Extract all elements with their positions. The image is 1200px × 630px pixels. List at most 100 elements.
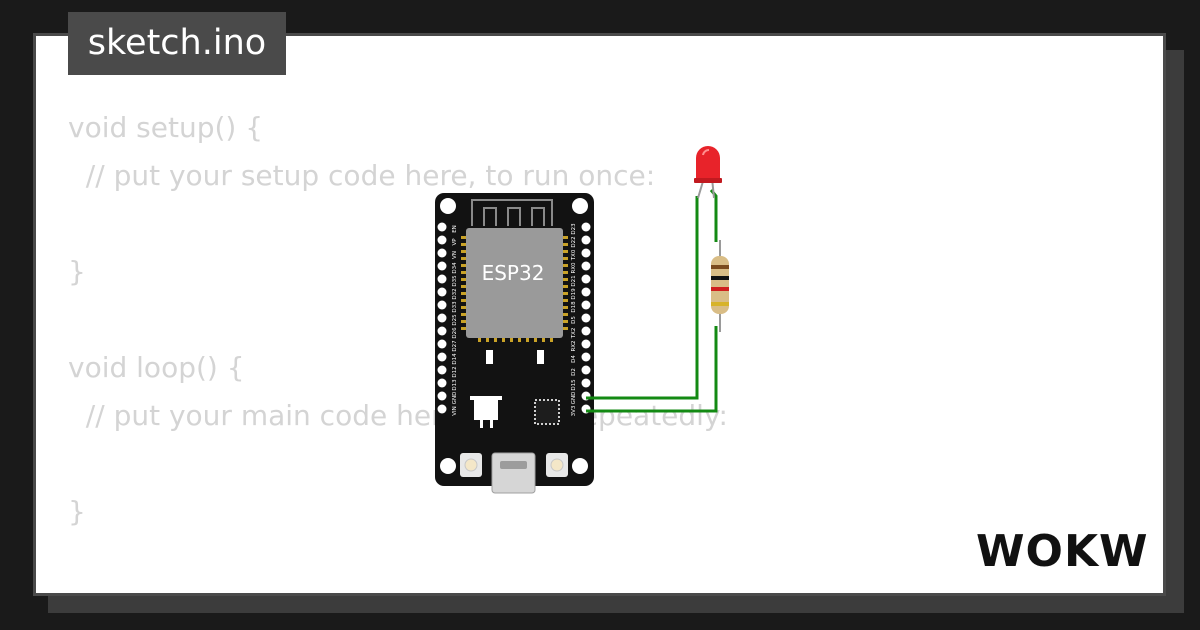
header-pin[interactable]	[581, 378, 591, 388]
header-pin[interactable]	[581, 326, 591, 336]
module-pad	[494, 336, 497, 342]
mounting-hole	[440, 458, 456, 474]
module-pad	[518, 336, 521, 342]
header-pin[interactable]	[437, 261, 447, 271]
boot-button[interactable]	[546, 453, 568, 477]
logo-text: WOKWi	[976, 526, 1150, 574]
module-pad	[461, 320, 467, 323]
pin-label: D35	[452, 275, 458, 287]
module-pad	[562, 250, 568, 253]
header-pin[interactable]	[581, 261, 591, 271]
module-pad	[562, 278, 568, 281]
module-pad	[562, 313, 568, 316]
pin-label: D25	[452, 314, 458, 326]
wokwi-logo: WOKWi	[976, 526, 1150, 574]
pin-label: GND	[452, 392, 458, 405]
module-pad	[461, 313, 467, 316]
led-body	[696, 146, 720, 180]
module-pad	[461, 243, 467, 246]
pin-label: EN	[452, 225, 458, 233]
pin-label: D14	[452, 353, 458, 365]
header-pin[interactable]	[581, 352, 591, 362]
header-pin[interactable]	[437, 326, 447, 336]
pin-label: D32	[452, 288, 458, 299]
pin-label: D13	[452, 379, 458, 391]
pin-label: VP	[452, 238, 458, 246]
module-pad	[461, 250, 467, 253]
header-pin[interactable]	[581, 339, 591, 349]
pin-label: TX2	[571, 328, 577, 340]
header-pin[interactable]	[437, 339, 447, 349]
pin-label: 3V3	[571, 405, 577, 416]
mounting-hole	[572, 198, 588, 214]
header-pin[interactable]	[437, 235, 447, 245]
header-pin[interactable]	[437, 300, 447, 310]
chip-label: ESP32	[482, 261, 545, 285]
esp32-board[interactable]: ESP32 ENVPVND34D35D32D33D25D26D27D14D12D…	[435, 193, 594, 494]
voltage-regulator	[474, 398, 498, 420]
header-pin[interactable]	[437, 378, 447, 388]
file-tab-label: sketch.ino	[87, 22, 267, 63]
module-pad	[562, 243, 568, 246]
resistor-body	[711, 256, 729, 314]
header-pin[interactable]	[437, 222, 447, 232]
antenna-trace	[471, 199, 553, 226]
module-pad	[461, 285, 467, 288]
pin-label: D33	[452, 301, 458, 313]
header-pin[interactable]	[437, 287, 447, 297]
module-pad	[461, 278, 467, 281]
header-pin[interactable]	[581, 274, 591, 284]
pin-label: D4	[571, 355, 577, 363]
wire-d15-led[interactable]	[586, 196, 699, 400]
pin-label: D18	[571, 301, 577, 313]
pin-label: TX0	[571, 249, 577, 261]
header-pin[interactable]	[581, 248, 591, 258]
module-pad	[510, 336, 513, 342]
wire-gnd-resistor[interactable]	[586, 326, 718, 413]
smd-component	[486, 350, 493, 364]
module-pad	[550, 336, 553, 342]
module-pad	[502, 336, 505, 342]
module-pad	[461, 292, 467, 295]
pin-label: D15	[571, 379, 577, 391]
header-pin[interactable]	[437, 404, 447, 414]
header-pin[interactable]	[581, 365, 591, 375]
header-pin[interactable]	[581, 287, 591, 297]
code-line: }	[68, 255, 86, 288]
module-pad	[461, 327, 467, 330]
module-pad	[486, 336, 489, 342]
header-pin[interactable]	[437, 365, 447, 375]
pin-label: D19	[571, 288, 577, 300]
mounting-hole	[440, 198, 456, 214]
module-pad	[562, 264, 568, 267]
header-pin[interactable]	[581, 300, 591, 310]
en-button[interactable]	[460, 453, 482, 477]
band-brown	[711, 265, 729, 269]
header-pin[interactable]	[581, 313, 591, 323]
pin-label: D26	[452, 327, 458, 339]
header-pin[interactable]	[437, 352, 447, 362]
code-line: void loop() {	[68, 351, 245, 384]
header-pin[interactable]	[437, 248, 447, 258]
header-pin[interactable]	[581, 235, 591, 245]
header-pin[interactable]	[437, 391, 447, 401]
module-pads	[461, 236, 568, 342]
header-pin[interactable]	[437, 313, 447, 323]
resistor[interactable]	[711, 240, 729, 332]
pin-label: D21	[571, 275, 577, 286]
band-red	[711, 287, 729, 291]
editor-card	[33, 33, 1166, 596]
module-pad	[562, 236, 568, 239]
header-pin[interactable]	[581, 222, 591, 232]
pin-label: D5	[571, 316, 577, 324]
file-tab-sketch[interactable]: sketch.ino	[68, 12, 286, 75]
mounting-hole	[572, 458, 588, 474]
header-pin[interactable]	[437, 274, 447, 284]
module-pad	[478, 336, 481, 342]
module-pad	[461, 306, 467, 309]
pin-label: D34	[452, 262, 458, 274]
module-pad	[534, 336, 537, 342]
red-led[interactable]	[694, 146, 722, 199]
module-pad	[461, 236, 467, 239]
module-pad	[461, 264, 467, 267]
